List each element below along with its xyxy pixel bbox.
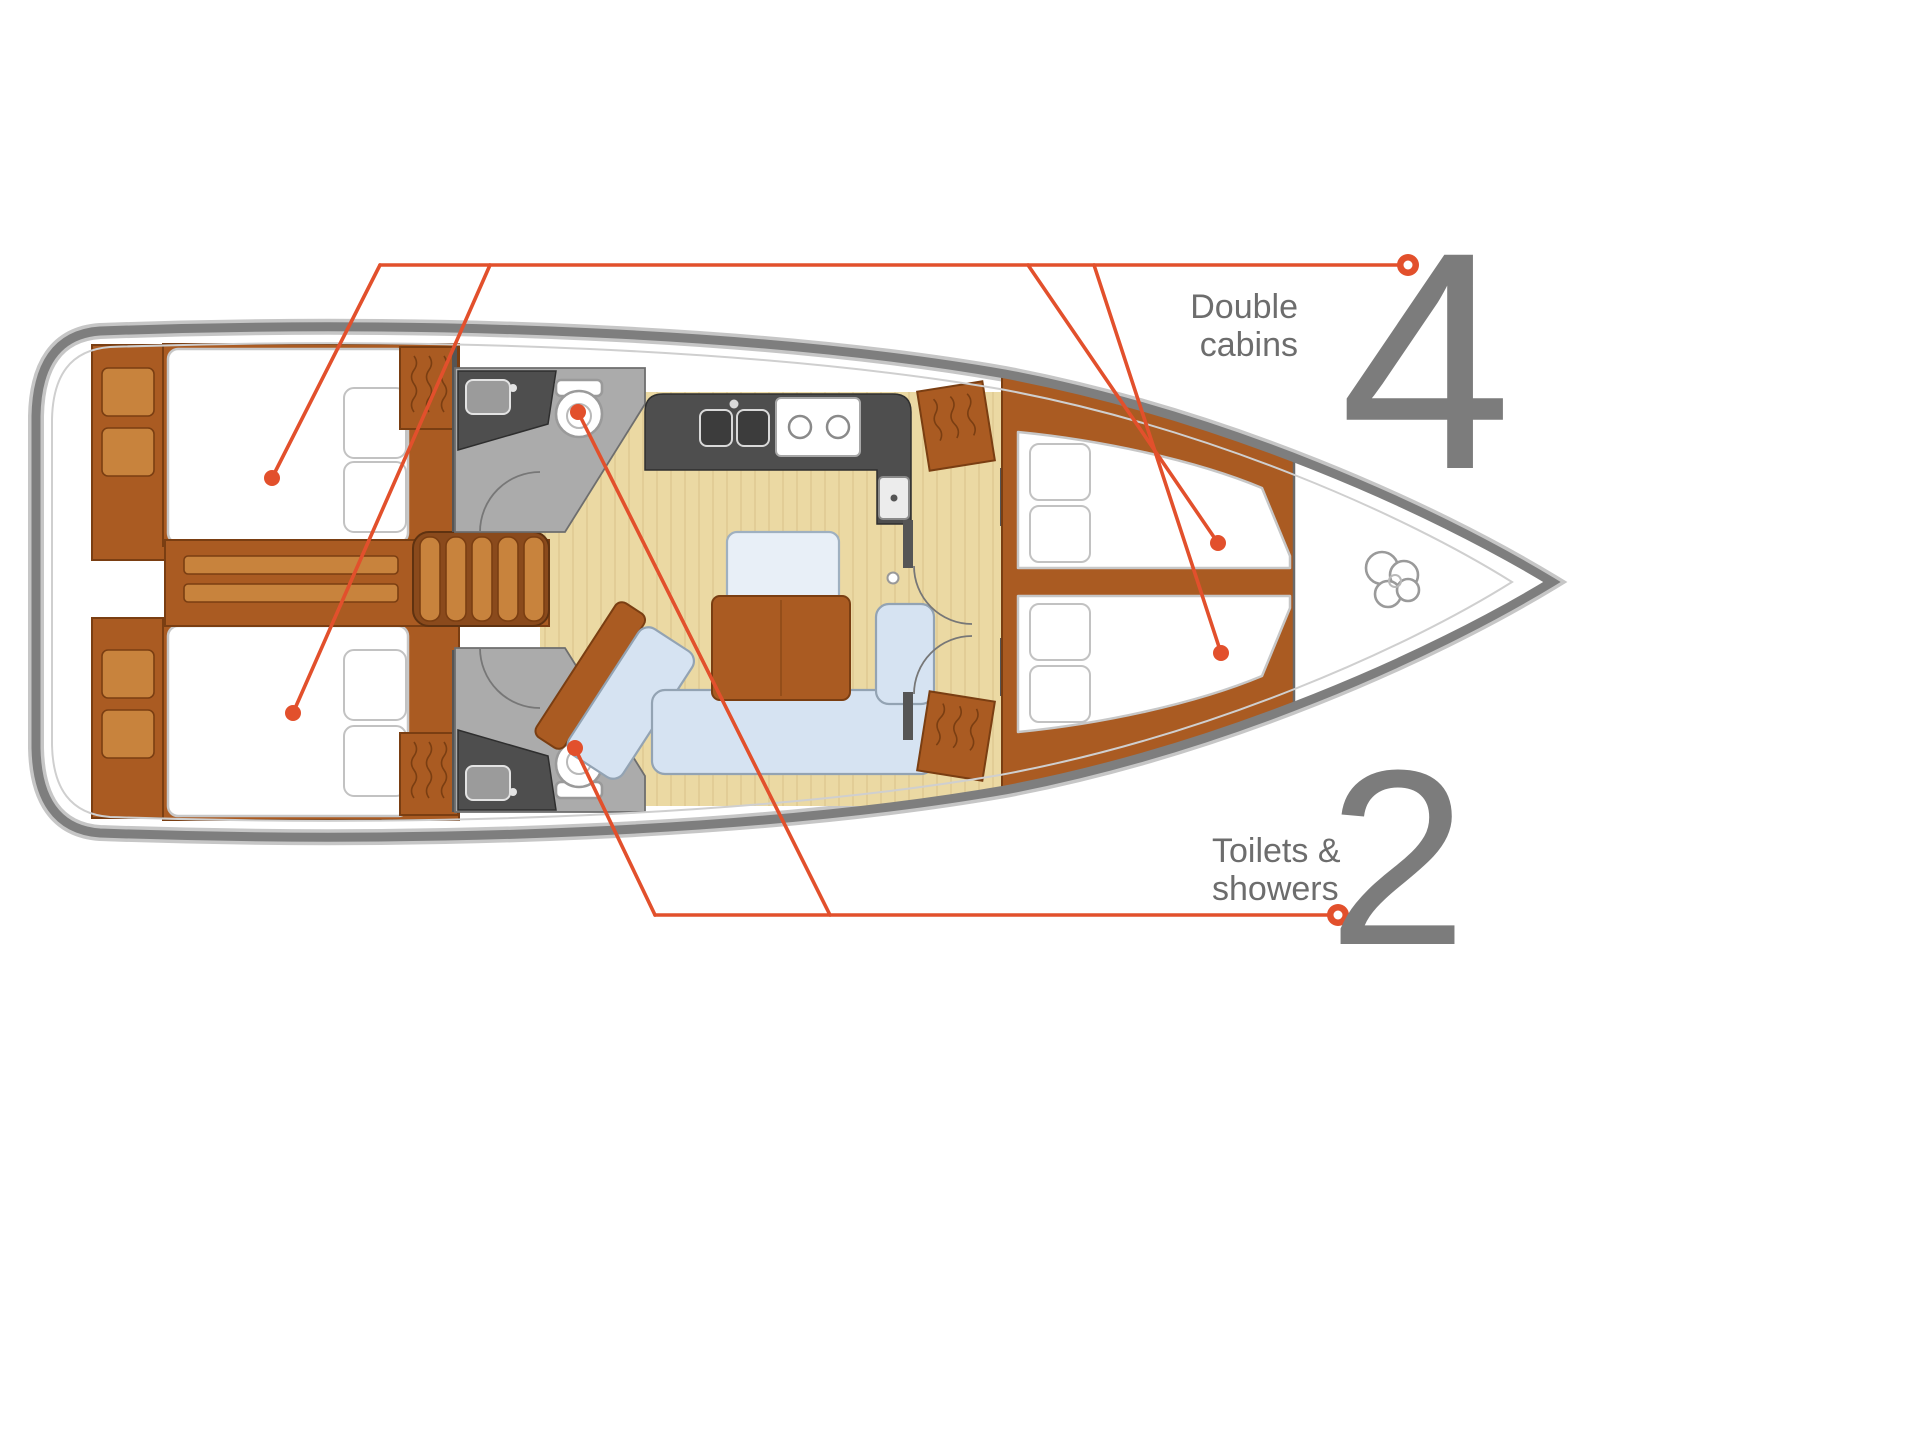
head-top: [454, 367, 646, 533]
stern-locker-starboard: [91, 617, 166, 819]
door-swing-arc: [913, 565, 973, 625]
wardrobe-aft-bottom: [399, 732, 459, 816]
callout-toilets-showers: [567, 404, 1349, 926]
burner-icon: [825, 414, 851, 440]
pillow-icon: [343, 387, 407, 459]
aft-cabin-starboard: [162, 619, 460, 821]
toilets-showers-count: 2: [1328, 718, 1467, 997]
callout-dot: [1210, 535, 1226, 551]
toilets-showers-label-line2: showers: [1212, 870, 1339, 908]
anchor-locker: [1292, 441, 1552, 723]
callout-dot: [1213, 645, 1229, 661]
salon-bench: [725, 530, 841, 608]
sink-icon: [465, 765, 511, 801]
door-swing-arc: [913, 635, 973, 695]
companionway: [164, 531, 550, 627]
double-cabins-count: 4: [1340, 187, 1512, 534]
stern-locker-port: [91, 344, 166, 561]
wardrobe-mid-bottom: [916, 690, 996, 782]
companionway-stairs: [412, 531, 550, 627]
double-cabins-label-line1: Double: [1190, 288, 1298, 326]
hull-outline-stroke: [31, 322, 1561, 842]
forward-cabins: [1001, 350, 1301, 814]
pillow-icon: [1029, 603, 1091, 661]
callout-dot: [264, 470, 280, 486]
pillow-icon: [1029, 443, 1091, 501]
galley-sink-icon: [699, 409, 733, 447]
rope-coil-icon: [1364, 550, 1421, 609]
pillow-icon: [343, 649, 407, 721]
salon: [534, 530, 936, 780]
sofa-corner: [874, 602, 936, 706]
stove-icon: [775, 397, 861, 457]
faucet-icon: [509, 788, 517, 796]
pillow-icon: [1029, 665, 1091, 723]
galley: [644, 393, 912, 525]
callout-dot: [570, 404, 586, 420]
door-swing-arc: [479, 647, 541, 709]
galley-sink-icon: [736, 409, 770, 447]
toilets-showers-label-line1: Toilets &: [1212, 832, 1341, 870]
wardrobe-mid-top: [916, 380, 996, 472]
burner-icon: [787, 414, 813, 440]
callout-double-cabins: [264, 254, 1419, 721]
faucet-icon: [509, 384, 517, 392]
door-knob-icon: [886, 571, 900, 585]
sink-icon: [465, 379, 511, 415]
deck-inner-line: [51, 342, 1514, 822]
pillow-icon: [1029, 505, 1091, 563]
chaise-seat: [534, 601, 695, 780]
double-cabins-label-line2: cabins: [1200, 326, 1298, 364]
faucet-icon: [729, 399, 739, 409]
pillow-icon: [343, 725, 407, 797]
interior: [91, 343, 1552, 821]
pillow-icon: [343, 461, 407, 533]
door-swing-arc: [479, 471, 541, 533]
callout-dot: [567, 740, 583, 756]
callout-dot: [285, 705, 301, 721]
